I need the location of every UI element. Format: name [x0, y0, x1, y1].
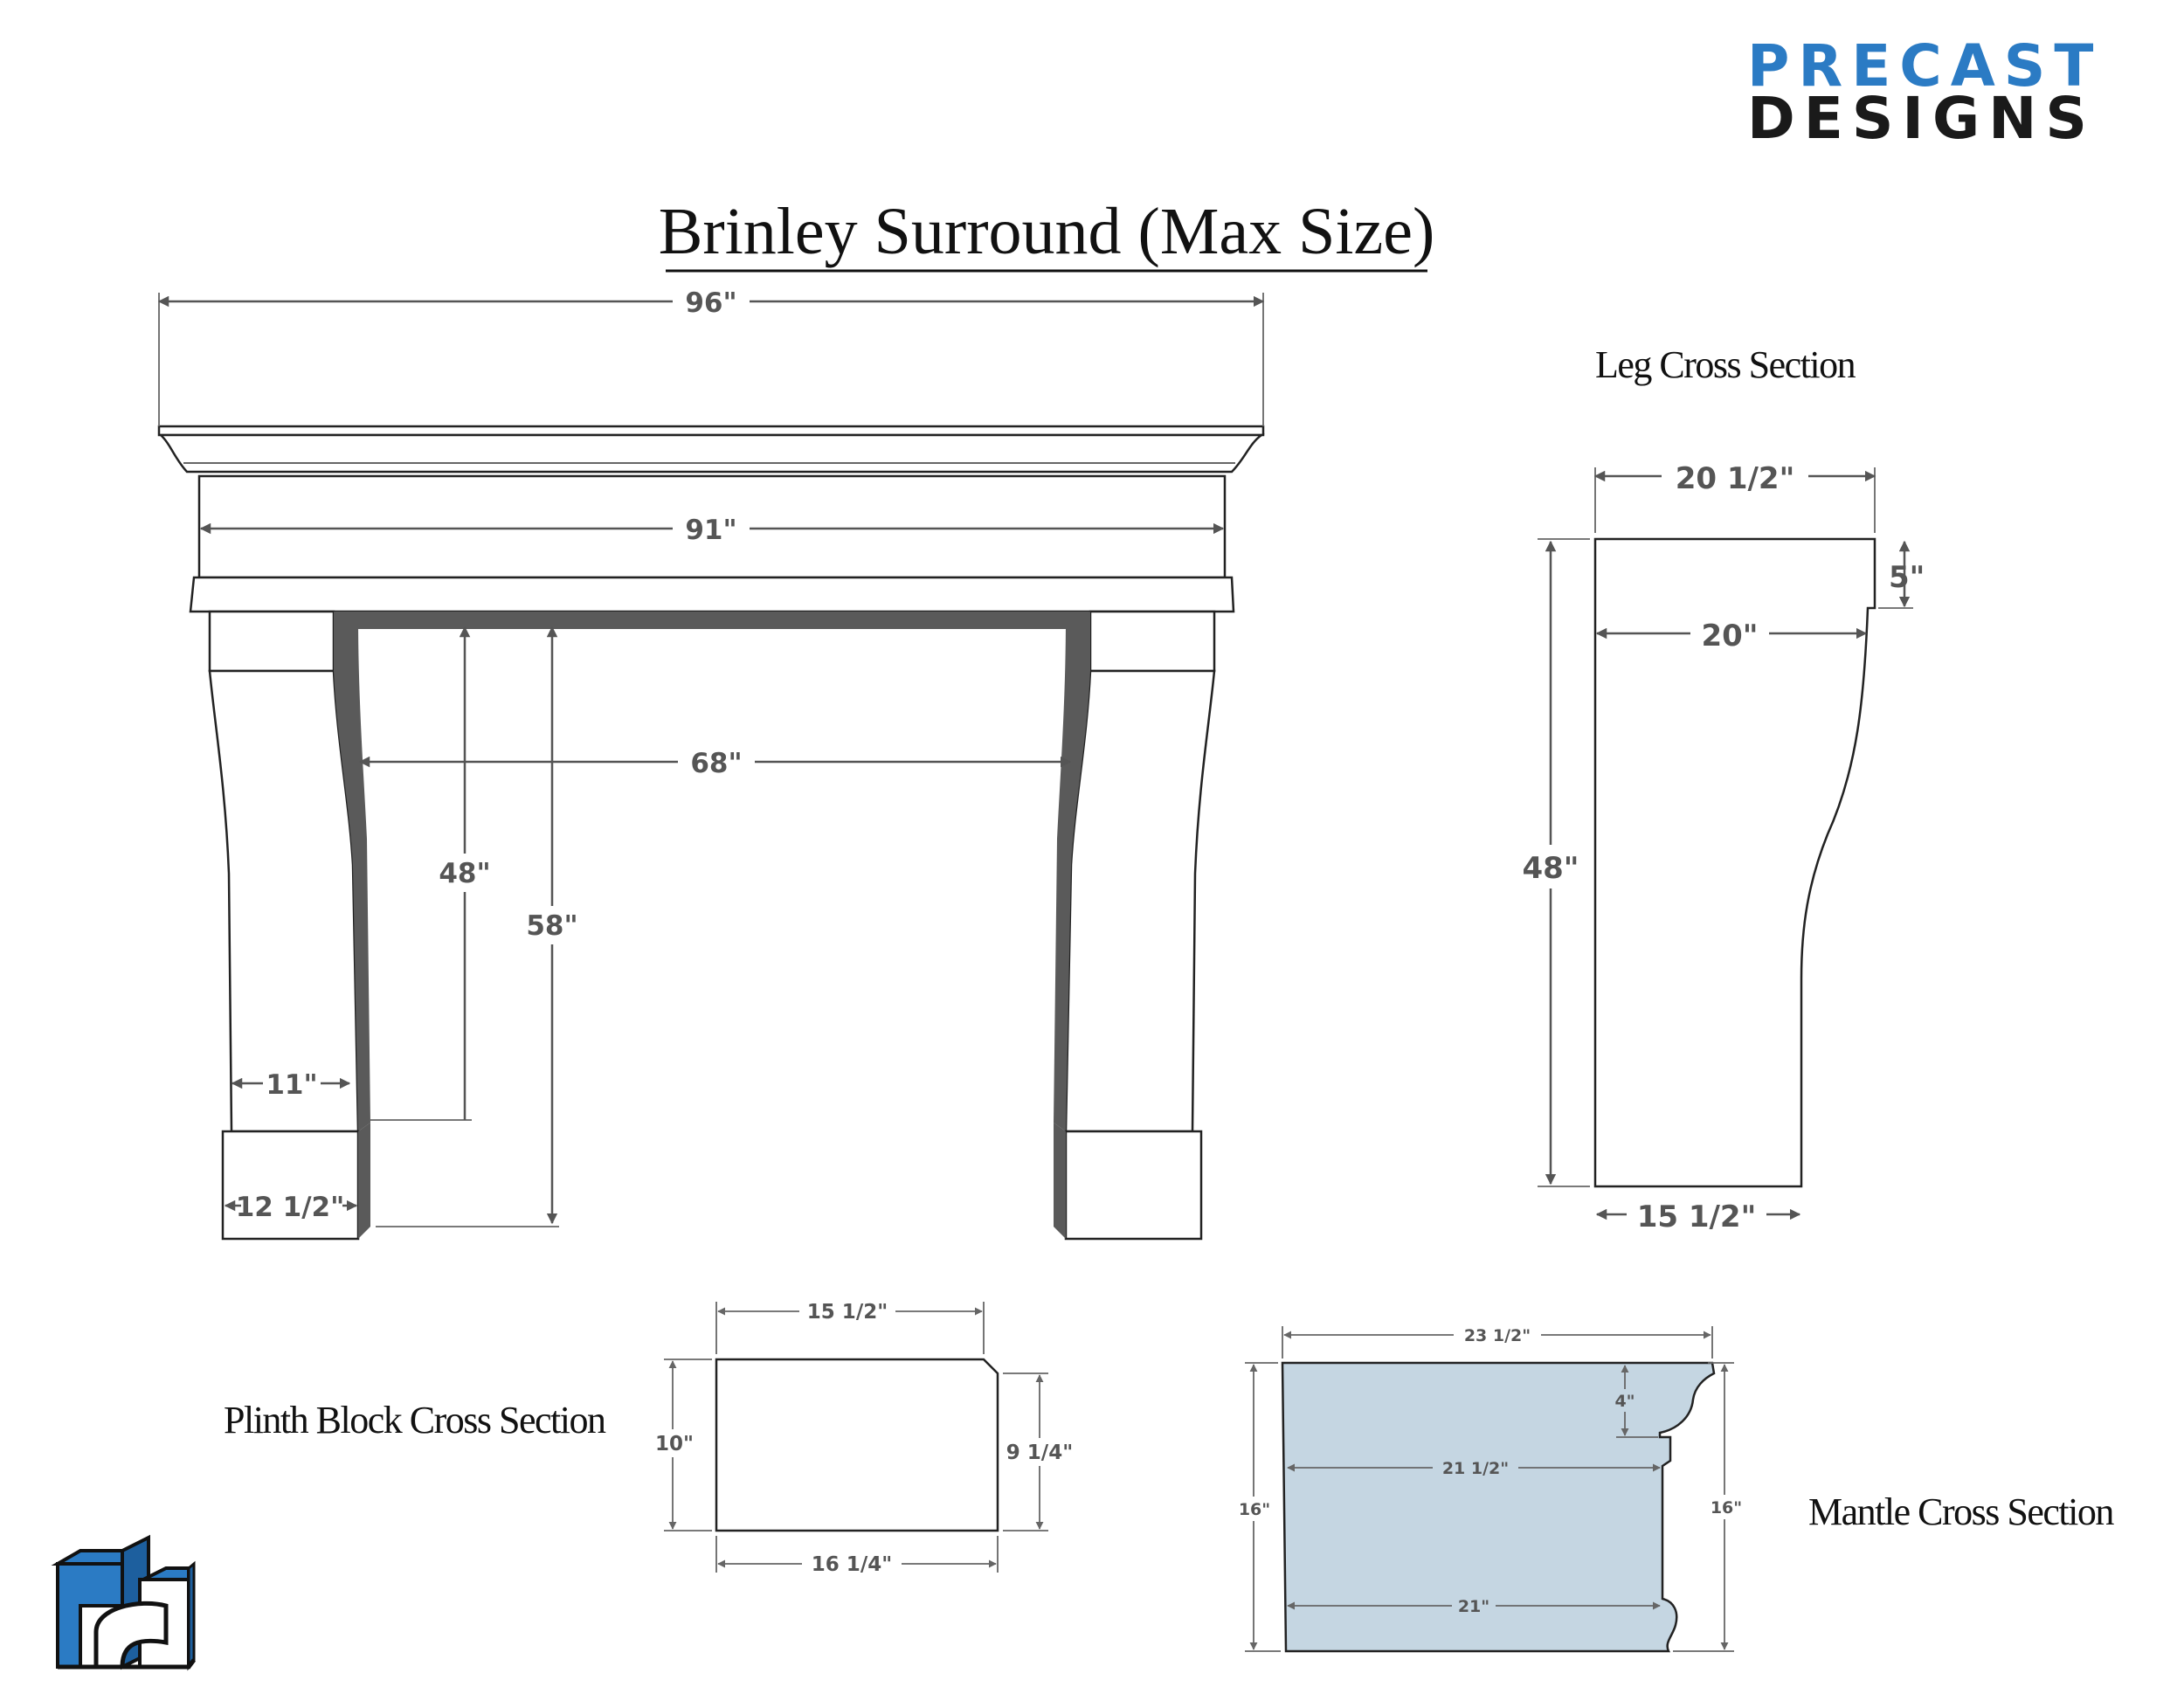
leg-profile	[1593, 537, 1876, 1188]
left-leg-reveal	[334, 612, 370, 1131]
mantle-section-title: Mantle Cross Section	[1808, 1490, 2114, 1533]
right-leg	[1064, 669, 1216, 1133]
dim-leg-top-label: 20 1/2"	[1676, 461, 1795, 496]
dim-leg-bottom-label: 15 1/2"	[1637, 1200, 1757, 1234]
dim-leg-height-label: 48"	[1522, 851, 1579, 886]
brand-logo: PRECAST DESIGNS	[1747, 32, 2102, 152]
right-leg-capital	[1089, 610, 1216, 673]
left-leg-capital	[208, 610, 335, 673]
dim-leg-width-label: 11"	[266, 1069, 317, 1101]
surround-dimensions: 96" 91" 68" 48" 58" 11" 12 1/2"	[157, 286, 1265, 1227]
mantle-shelf	[157, 425, 1265, 437]
dim-total-height-label: 58"	[526, 910, 577, 942]
brand-line1: PRECAST	[1747, 32, 2102, 100]
dim-mantle-cap-label: 4"	[1614, 1392, 1635, 1411]
dim-plinth-bottom-label: 16 1/4"	[812, 1553, 892, 1576]
plinth-section-title: Plinth Block Cross Section	[224, 1399, 606, 1442]
mantle-cross-section: 23 1/2" 4" 21 1/2" 21" 16" 16"	[1232, 1323, 1749, 1653]
dim-leg-step-label: 5"	[1889, 560, 1925, 595]
dim-overall-width-label: 96"	[685, 287, 736, 319]
dim-plinth-top-label: 15 1/2"	[807, 1301, 888, 1324]
leg-cross-section: 20 1/2" 5" 20" 48" 15 1/2"	[1514, 457, 1925, 1234]
page-title: Brinley Surround (Max Size)	[659, 195, 1435, 268]
opening-reveal	[334, 612, 1090, 629]
plinth-cross-section: 15 1/2" 10" 9 1/4" 16 1/4"	[651, 1297, 1079, 1578]
dim-mantle-bottom-label: 21"	[1458, 1597, 1489, 1616]
plinth-profile	[715, 1358, 999, 1532]
right-leg-reveal	[1054, 612, 1090, 1131]
dim-opening-height-label: 48"	[439, 858, 490, 889]
dim-mantle-left-label: 16"	[1239, 1500, 1270, 1519]
dim-mantle-top-label: 23 1/2"	[1464, 1326, 1531, 1345]
brand-line2: DESIGNS	[1747, 85, 2096, 152]
dim-mantle-middle-label: 21 1/2"	[1442, 1459, 1509, 1478]
right-plinth	[1064, 1130, 1203, 1241]
dim-frieze-width-label: 91"	[685, 515, 736, 546]
crown-molding	[157, 433, 1265, 474]
lower-band	[189, 576, 1235, 613]
dim-plinth-left-label: 10"	[655, 1433, 694, 1455]
dim-plinth-width-label: 12 1/2"	[236, 1192, 345, 1223]
dim-leg-upper-label: 20"	[1701, 619, 1758, 653]
dim-plinth-right-label: 9 1/4"	[1006, 1442, 1073, 1464]
mantle-profile	[1281, 1361, 1716, 1653]
dim-mantle-right-label: 16"	[1711, 1498, 1742, 1518]
pd-cube-logo-icon	[51, 1534, 196, 1671]
left-leg	[208, 669, 360, 1133]
dim-opening-width-label: 68"	[690, 748, 742, 779]
leg-section-title: Leg Cross Section	[1595, 343, 1856, 386]
surround-elevation	[157, 425, 1265, 1241]
